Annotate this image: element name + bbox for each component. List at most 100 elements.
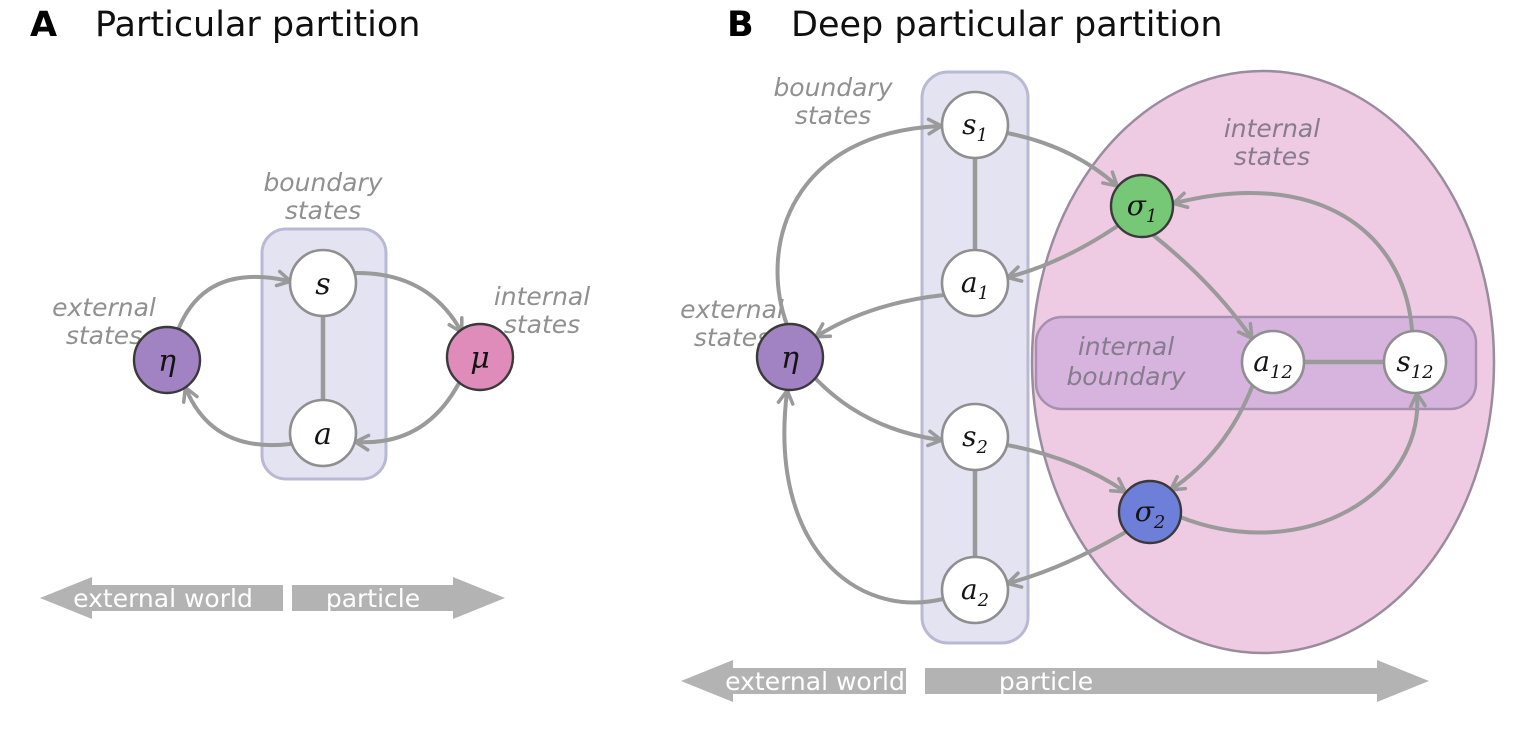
a2-label-main: a xyxy=(961,573,978,606)
particle-arrow-a-label: particle xyxy=(326,584,420,613)
particle-arrow-b xyxy=(925,660,1429,702)
a1-circle xyxy=(940,248,1010,318)
sigma1-label-sub: 1 xyxy=(1146,206,1157,227)
a2-circle xyxy=(940,555,1010,625)
node-s12: s12 xyxy=(1382,329,1448,395)
s1-label-sub: 1 xyxy=(976,125,987,146)
edge-s1-to-sigma1 xyxy=(1005,131,1119,188)
node-a2: a2 xyxy=(940,555,1010,625)
edge-a-to-eta xyxy=(181,385,292,447)
eta-label-b-main: η xyxy=(781,341,799,376)
sigma1-label: σ1 xyxy=(1127,189,1158,227)
sigma1-label-main: σ xyxy=(1127,189,1147,222)
external-states-label-b-line1: external xyxy=(680,295,784,324)
s12-label-main: s xyxy=(1396,345,1410,378)
eta-circle-a xyxy=(132,325,202,395)
a1-label-main: a xyxy=(961,266,978,299)
edge-a1-to-eta xyxy=(813,293,946,339)
node-a1: a1 xyxy=(940,248,1010,318)
node-mu: μ xyxy=(445,322,515,392)
external-world-arrow-b xyxy=(681,660,906,702)
s12-label-sub: 12 xyxy=(1411,362,1434,383)
edge-s2-to-sigma2 xyxy=(1005,443,1128,494)
edge-eta-to-s xyxy=(176,269,293,332)
panel-b-title: Deep particular partition xyxy=(791,5,1223,45)
panel-b: B Deep particular partition boundary sta… xyxy=(680,5,1496,702)
edge-eta-to-s1 xyxy=(775,117,944,327)
s12-label: s12 xyxy=(1396,345,1433,383)
internal-states-label-b-line1: internal xyxy=(1224,114,1320,143)
node-s-a: s xyxy=(288,248,358,318)
mu-label: μ xyxy=(470,341,490,376)
boundary-states-label-a-line1: boundary xyxy=(263,168,383,197)
panel-a: A Particular partition boundary states e… xyxy=(30,5,590,619)
s2-circle xyxy=(940,402,1010,472)
internal-states-label-a-line1: internal xyxy=(494,282,590,311)
edge-eta-to-s2 xyxy=(814,377,944,448)
a1-label: a1 xyxy=(961,266,989,304)
s2-label-main: s xyxy=(962,420,976,453)
panel-a-tag: A xyxy=(30,5,57,45)
edge-s-to-mu xyxy=(353,270,464,335)
sigma2-label-sub: 2 xyxy=(1153,512,1165,533)
node-sigma2: σ2 xyxy=(1117,479,1183,545)
sigma1-circle xyxy=(1109,173,1175,239)
panel-b-tag: B xyxy=(727,5,754,45)
eta-label-a: η xyxy=(158,344,176,379)
sigma2-circle xyxy=(1117,479,1183,545)
node-a12: a12 xyxy=(1240,329,1306,395)
external-states-label-a-line2: states xyxy=(66,321,142,350)
internal-boundary-label-line1: internal xyxy=(1078,332,1174,361)
edge-s12-to-sigma1 xyxy=(1171,191,1414,332)
a12-circle xyxy=(1240,329,1306,395)
external-world-arrow-b-label: external world xyxy=(725,667,905,696)
internal-states-label-b-line2: states xyxy=(1234,142,1310,171)
node-sigma1: σ1 xyxy=(1109,173,1175,239)
particle-arrow-a xyxy=(292,577,505,619)
node-eta-a: η xyxy=(132,325,202,395)
a1-label-sub: 1 xyxy=(978,283,989,304)
a-circle xyxy=(288,398,358,468)
boundary-states-label-b-line1: boundary xyxy=(773,73,893,102)
s-label: s xyxy=(315,267,330,302)
s1-circle xyxy=(940,90,1010,160)
a-label: a xyxy=(314,417,332,452)
edge-a2-to-eta xyxy=(776,388,945,605)
mu-circle xyxy=(445,322,515,392)
edge-sigma2-to-s12 xyxy=(1178,391,1427,535)
node-a-a: a xyxy=(288,398,358,468)
node-eta-b: η xyxy=(755,322,825,392)
external-states-label-a-line1: external xyxy=(52,293,156,322)
edge-mu-to-a xyxy=(353,381,461,452)
external-world-arrow-a xyxy=(40,577,283,619)
s1-label: s1 xyxy=(962,108,988,146)
boundary-states-region-b xyxy=(920,70,1030,645)
node-s1: s1 xyxy=(940,90,1010,160)
edge-sigma1-to-a12 xyxy=(1151,233,1254,341)
sigma2-label: σ2 xyxy=(1135,495,1166,533)
a12-label: a12 xyxy=(1253,345,1293,383)
edge-sigma1-to-a1 xyxy=(1005,225,1118,283)
particle-arrow-b-label: particle xyxy=(999,667,1093,696)
edge-a12-to-sigma2 xyxy=(1168,385,1254,492)
a2-label-sub: 2 xyxy=(977,590,989,611)
panel-a-title: Particular partition xyxy=(95,5,420,45)
external-world-arrow-a-label: external world xyxy=(73,584,253,613)
sigma2-label-main: σ xyxy=(1135,495,1155,528)
s2-label-sub: 2 xyxy=(975,437,987,458)
boundary-states-label-a-line2: states xyxy=(285,196,361,225)
s2-label: s2 xyxy=(962,420,988,458)
a2-label: a2 xyxy=(961,573,989,611)
s12-circle xyxy=(1382,329,1448,395)
eta-label-b: η xyxy=(781,341,799,376)
eta-circle-b xyxy=(755,322,825,392)
s1-label-main: s xyxy=(962,108,976,141)
internal-states-label-a-line2: states xyxy=(504,310,580,339)
internal-boundary-label-line2: boundary xyxy=(1066,362,1186,391)
node-s2: s2 xyxy=(940,402,1010,472)
a12-label-main: a xyxy=(1253,345,1270,378)
s-circle xyxy=(288,248,358,318)
boundary-states-label-b-line2: states xyxy=(795,101,871,130)
